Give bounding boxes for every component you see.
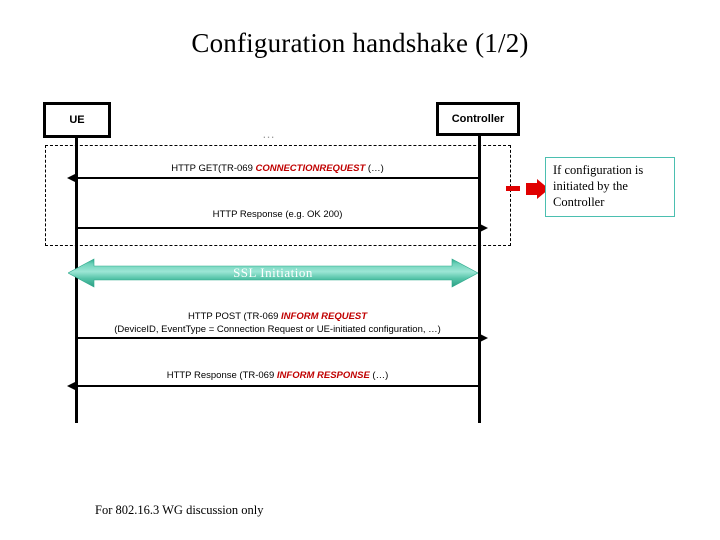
controller-lifeline: [478, 135, 481, 423]
arrow-head-left: [67, 173, 77, 183]
actor-label-ue: UE: [69, 114, 85, 126]
ssl-initiation-label: SSL Initiation: [233, 265, 313, 280]
actor-box-controller[interactable]: Controller: [436, 102, 520, 136]
arrow-head-left: [67, 381, 77, 391]
arrow-shaft: [76, 177, 479, 179]
actor-label-controller: Controller: [451, 113, 505, 125]
message-text-plain: HTTP POST (TR-069: [187, 311, 282, 322]
footer-text: For 802.16.3 WG discussion only: [95, 503, 264, 517]
message-text-plain-tail: (…): [365, 163, 384, 174]
message-line-1: HTTP POST (TR-069 INFORM REQUEST: [41, 310, 514, 323]
message-text-plain-tail: (…): [369, 370, 389, 381]
callout-note-text: If configuration is initiated by the Con…: [553, 163, 644, 209]
arrow-head-right: [478, 223, 488, 233]
message-text-plain: HTTP Response (e.g. OK 200): [212, 209, 343, 220]
callout-note-box: If configuration is initiated by the Con…: [545, 157, 675, 217]
message-text-plain: HTTP Response (TR-069: [166, 370, 277, 381]
actor-box-ue[interactable]: UE: [43, 102, 111, 138]
ue-lifeline: [75, 137, 78, 423]
ellipsis-marker: …: [262, 126, 276, 141]
arrow-shaft: [76, 385, 479, 387]
callout-arrow-icon: [506, 179, 550, 199]
message-text-plain: HTTP GET(TR-069: [171, 163, 256, 174]
message-text-emphasis: INFORM RESPONSE: [276, 370, 370, 381]
message-label-http-post-inform: HTTP POST (TR-069 INFORM REQUEST (Device…: [41, 310, 514, 336]
ssl-initiation-arrow: [68, 258, 478, 288]
message-label-http-get: HTTP GET(TR-069 CONNECTIONREQUEST (…): [76, 163, 479, 174]
message-label-http-response-inform: HTTP Response (TR-069 INFORM RESPONSE (……: [76, 370, 479, 381]
message-line-2: (DeviceID, EventType = Connection Reques…: [114, 324, 441, 335]
message-label-http-response-ok: HTTP Response (e.g. OK 200): [76, 209, 479, 220]
arrow-shaft: [76, 227, 479, 229]
dashed-group-region: [45, 145, 511, 246]
message-text-emphasis: INFORM REQUEST: [281, 311, 368, 322]
page-title: Configuration handshake (1/2): [191, 28, 529, 58]
arrow-shaft: [76, 337, 479, 339]
arrow-head-right: [478, 333, 488, 343]
message-text-emphasis: CONNECTIONREQUEST: [255, 163, 366, 174]
